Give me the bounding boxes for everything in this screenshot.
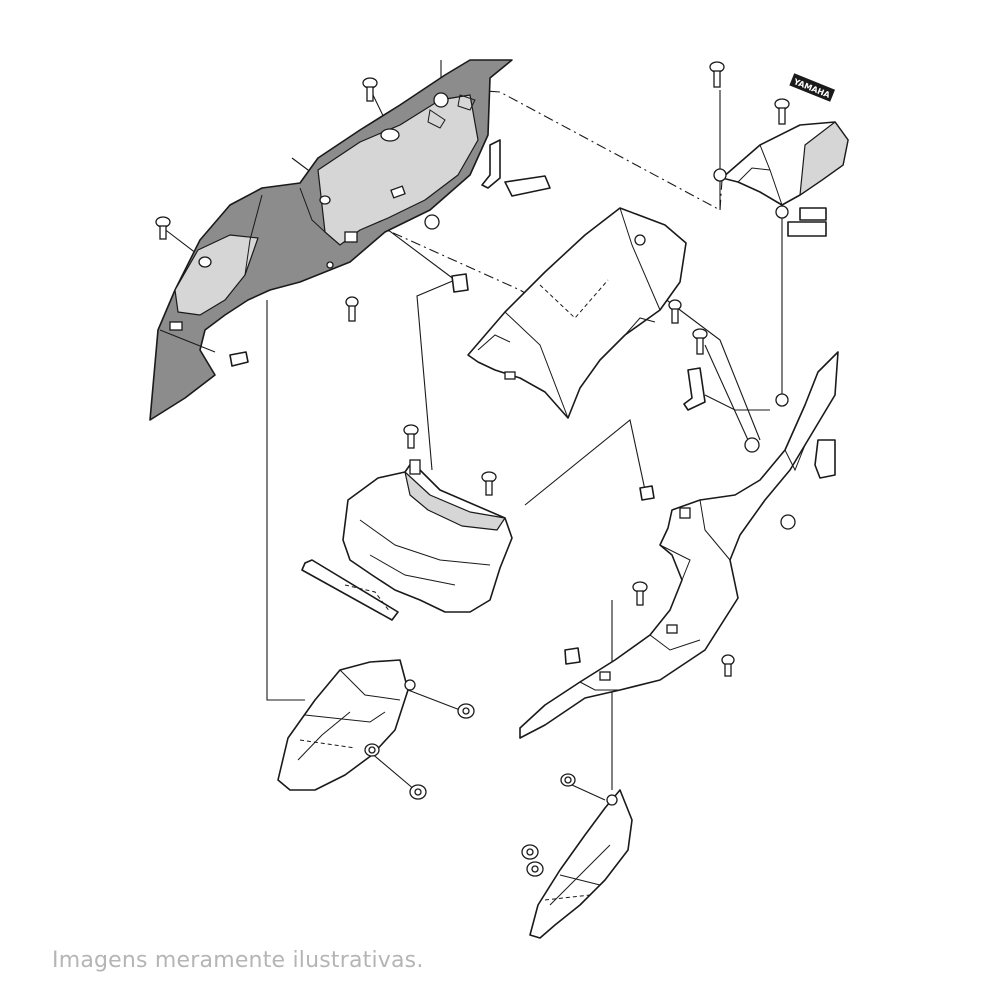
- washer: [521, 844, 539, 860]
- washer: [457, 703, 475, 719]
- bolt: [155, 216, 171, 240]
- washer: [409, 784, 427, 800]
- upper-left-side-cover: [149, 59, 513, 421]
- washer: [526, 861, 544, 877]
- bolt: [709, 61, 725, 88]
- lower-right-side-panel: [529, 789, 633, 939]
- rivet: [345, 296, 359, 322]
- bolt: [403, 424, 419, 449]
- front-center-cover: [301, 459, 513, 621]
- grommet-fasteners: [433, 92, 789, 407]
- grommet: [775, 393, 789, 407]
- tail-center-cover: [467, 207, 687, 419]
- disclaimer-caption: Imagens meramente ilustrativas.: [52, 948, 424, 973]
- bolt: [692, 328, 708, 355]
- bolt: [362, 77, 378, 102]
- bolt: [481, 471, 497, 496]
- washer: [560, 773, 576, 787]
- grommet: [713, 168, 727, 182]
- yamaha-emblem: YAMAHA: [789, 73, 836, 102]
- bolt-fasteners: [155, 61, 790, 606]
- grommet: [433, 92, 449, 108]
- washer: [364, 743, 380, 757]
- rivet-fasteners: [345, 296, 735, 677]
- washer-fasteners: [364, 703, 576, 877]
- rivet: [668, 299, 682, 324]
- right-side-cover: [519, 351, 839, 739]
- grommet: [775, 205, 789, 219]
- lower-left-side-panel: [277, 659, 416, 791]
- rivet: [721, 654, 735, 677]
- bolt: [774, 98, 790, 125]
- bolt: [632, 581, 648, 606]
- tab-clip-group-upper: [229, 139, 551, 367]
